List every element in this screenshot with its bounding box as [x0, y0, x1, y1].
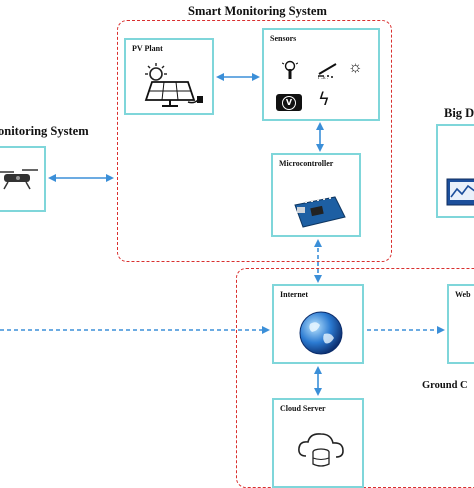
cloud-server-box: Cloud Server: [272, 398, 364, 488]
big-data-title: Big D: [444, 106, 474, 120]
sensors-sub-label: ı ..k .: [318, 76, 329, 81]
cloud-server-label: Cloud Server: [280, 404, 326, 413]
temperature-sensor-icon: [282, 60, 298, 79]
sensors-label: Sensors: [270, 34, 297, 43]
irradiance-sensor-icon: [318, 63, 337, 78]
web-label: Web: [455, 290, 471, 299]
solar-panel-icon: [144, 63, 203, 107]
remote-monitoring-box: [0, 146, 46, 212]
connector-arrows: [0, 73, 445, 396]
big-data-box: [436, 124, 474, 218]
pv-plant-box: PV Plant: [124, 38, 214, 115]
web-box: Web: [447, 284, 474, 364]
internet-box: Internet: [272, 284, 364, 364]
sun-sensor-icon: ☼: [348, 59, 363, 76]
smart-monitoring-title: Smart Monitoring System: [188, 4, 327, 18]
cloud-database-icon: [298, 433, 344, 467]
monitor-chart-icon: [446, 178, 474, 206]
drone-icon: [0, 169, 38, 190]
ground-control-label: Ground C: [422, 380, 468, 391]
remote-monitoring-title: onitoring System: [0, 124, 89, 138]
microcontroller-label: Microcontroller: [279, 159, 334, 168]
lightning-icon: ϟ: [318, 89, 330, 110]
microcontroller-box: Microcontroller: [271, 153, 361, 237]
globe-icon: [299, 311, 343, 355]
sensors-box: Sensors ı ..k . ☼ V ϟ: [262, 28, 380, 121]
pv-plant-label: PV Plant: [132, 44, 163, 53]
internet-label: Internet: [280, 290, 308, 299]
smart-monitoring-region: [117, 20, 392, 262]
voltmeter-icon: V: [276, 94, 302, 111]
microcontroller-board-icon: [294, 196, 346, 228]
